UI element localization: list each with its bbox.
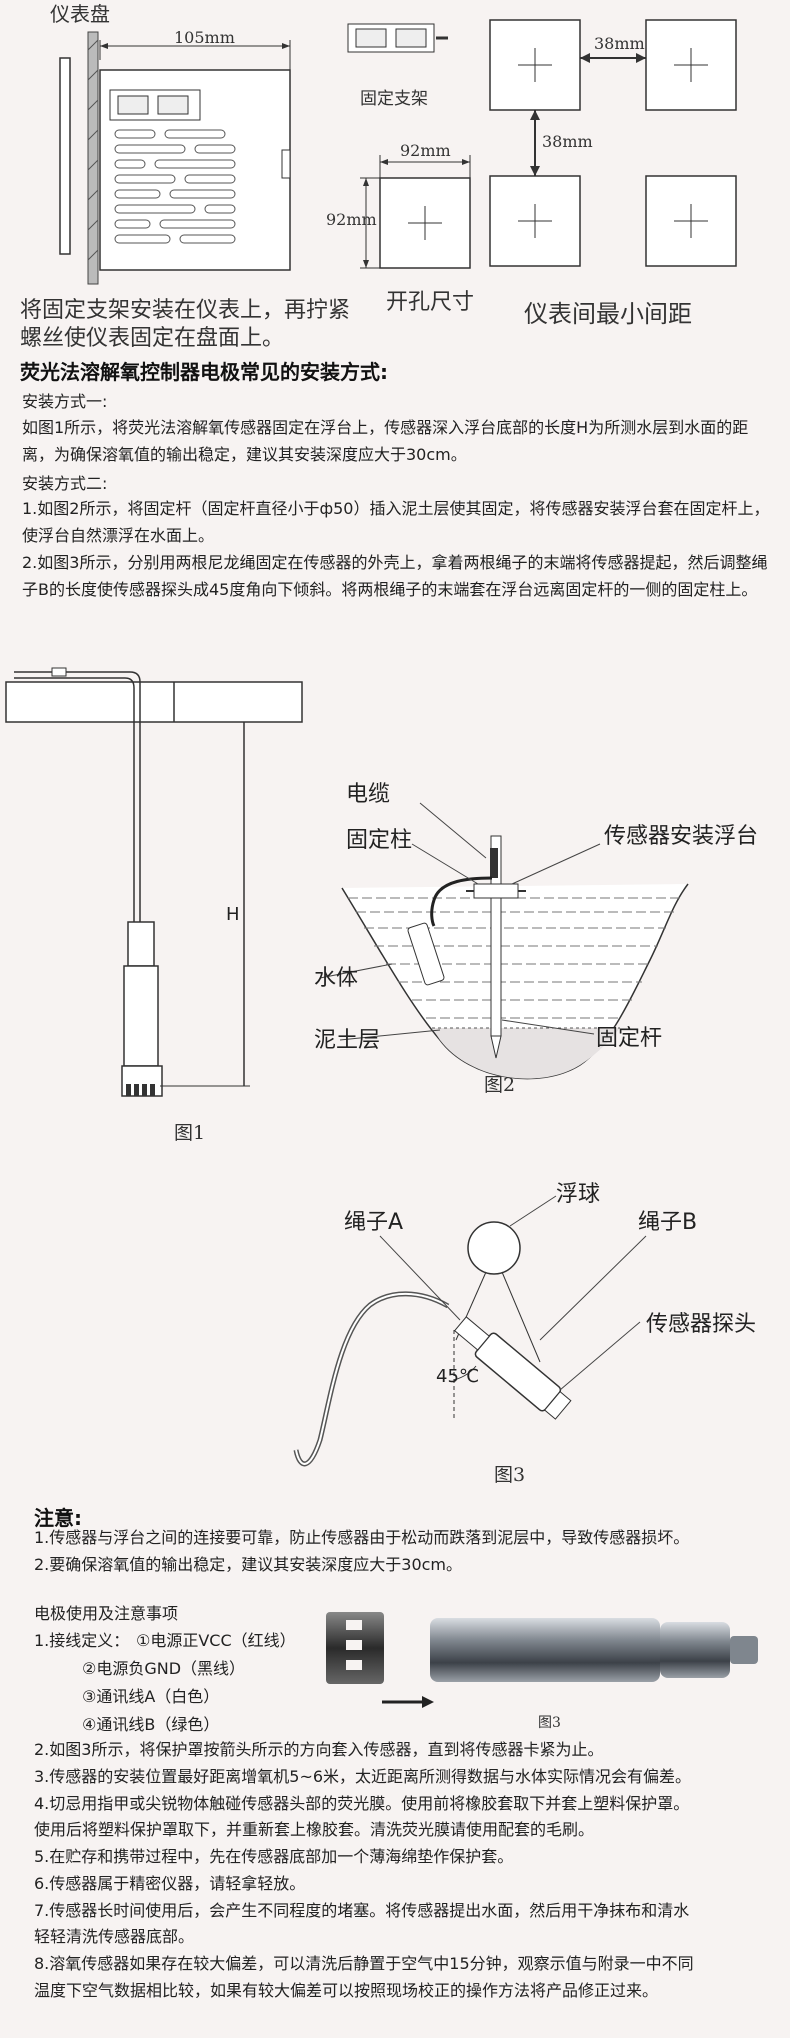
method1-title: 安装方式一: <box>22 392 108 411</box>
dim-92mm-horizontal: 92mm <box>400 141 451 160</box>
figure3-caption: 图3 <box>494 1464 526 1486</box>
fixed-post-label: 固定柱 <box>346 828 413 853</box>
usage-item5: 5.在贮存和携带过程中，先在传感器底部加一个薄海绵垫作保护套。 <box>34 1847 514 1866</box>
wire-a: ③通讯线A（白色） <box>82 1687 220 1706</box>
dim-38mm-vertical: 38mm <box>542 132 593 151</box>
wire-vcc: ①电源正VCC（红线） <box>136 1631 296 1650</box>
float-ball-label: 浮球 <box>556 1182 601 1207</box>
wire-gnd: ②电源负GND（黑线） <box>82 1659 246 1678</box>
usage-item7-line2: 轻轻清洗传感器底部。 <box>34 1927 195 1946</box>
min-spacing-label: 仪表间最小间距 <box>524 300 692 328</box>
notes-item2: 2.要确保溶氧值的输出稳定，建议其安装深度应大于30cm。 <box>34 1555 463 1574</box>
usage-item8-line2: 温度下空气数据相比较，如果有较大偏差可以按照现场校正的操作方法将产品修正过来。 <box>34 1981 659 2000</box>
cable-label: 电缆 <box>346 782 391 807</box>
figure1-caption: 图1 <box>174 1122 206 1144</box>
method1-text: 如图1所示，将荧光法溶解氧传感器固定在浮台上，传感器深入浮台底部的长度H为所测水… <box>22 418 749 464</box>
water-body-label: 水体 <box>314 966 359 991</box>
wire-b: ④通讯线B（绿色） <box>82 1715 220 1734</box>
figure2-caption: 图2 <box>484 1074 516 1096</box>
photo-caption: 图3 <box>538 1715 561 1731</box>
method2-item2: 2.如图3所示，分别用两根尼龙绳固定在传感器的外壳上，拿着两根绳子的末端将传感器… <box>22 553 768 599</box>
usage-item3: 3.传感器的安装位置最好距离增氧机5~6米，太近距离所测得数据与水体实际情况会有… <box>34 1767 692 1786</box>
mud-layer-label: 泥土层 <box>314 1028 381 1053</box>
dim-105mm: 105mm <box>174 28 235 47</box>
usage-item8-line1: 8.溶氧传感器如果存在较大偏差，可以清洗后静置于空气中15分钟，观察示值与附录一… <box>34 1954 694 1973</box>
rope-b-label: 绳子B <box>638 1210 698 1235</box>
fixed-rod-label: 固定杆 <box>596 1026 663 1051</box>
method2-item1: 1.如图2所示，将固定杆（固定杆直径小于ф50）插入泥土层使其固定，将传感器安装… <box>22 499 770 545</box>
panel-label: 仪表盘 <box>50 2 110 26</box>
rope-a-label: 绳子A <box>344 1210 404 1235</box>
bracket-label: 固定支架 <box>360 89 428 109</box>
notes-title: 注意: <box>34 1506 82 1530</box>
depth-h-label: H <box>226 904 240 925</box>
notes-item1: 1.传感器与浮台之间的连接要可靠，防止传感器由于松动而跌落到泥层中，导致传感器损… <box>34 1528 690 1547</box>
usage-item4-line2: 使用后将塑料保护罩取下，并重新套上橡胶套。清洗荧光膜请使用配套的毛刷。 <box>34 1820 595 1839</box>
install-note-line1: 将固定支架安装在仪表上，再拧紧 <box>20 298 351 323</box>
dim-92mm-vertical: 92mm <box>326 210 377 229</box>
usage-item4-line1: 4.切忌用指甲或尖锐物体触碰传感器头部的荧光膜。使用前将橡胶套取下并套上塑料保护… <box>34 1794 690 1813</box>
dim-38mm-horizontal: 38mm <box>594 34 645 53</box>
angle-label: 45℃ <box>436 1366 480 1387</box>
installation-heading: 荧光法溶解氧控制器电极常见的安装方式: <box>20 360 388 384</box>
wiring-prefix: 1.接线定义： <box>34 1631 130 1650</box>
usage-item2: 2.如图3所示，将保护罩按箭头所示的方向套入传感器，直到将传感器卡紧为止。 <box>34 1740 604 1759</box>
probe-label: 传感器探头 <box>646 1312 757 1337</box>
install-note-line2: 螺丝使仪表固定在盘面上。 <box>20 326 285 351</box>
panel-mount-diagram <box>59 19 737 285</box>
usage-item7-line1: 7.传感器长时间使用后，会产生不同程度的堵塞。将传感器提出水面，然后用干净抹布和… <box>34 1901 690 1920</box>
usage-item6: 6.传感器属于精密仪器，请轻拿轻放。 <box>34 1874 306 1893</box>
usage-title: 电极使用及注意事项 <box>34 1604 179 1623</box>
cutout-size-label: 开孔尺寸 <box>386 290 475 315</box>
float-platform-label: 传感器安装浮台 <box>604 824 759 849</box>
method2-title: 安装方式二: <box>22 474 108 493</box>
